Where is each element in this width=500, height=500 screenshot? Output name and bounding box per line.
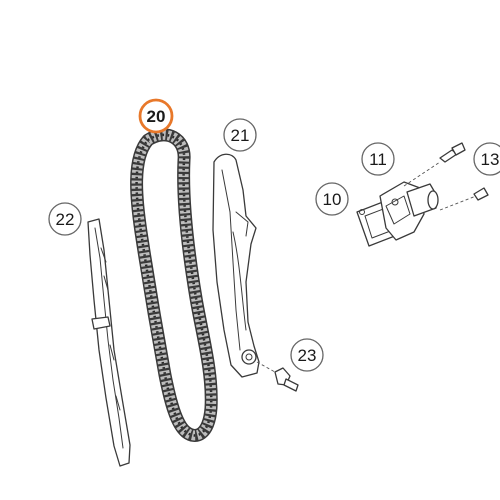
callout-23-label: 23 — [298, 346, 317, 365]
callout-22-label: 22 — [56, 210, 75, 229]
callout-13-label: 13 — [481, 150, 500, 169]
callout-11[interactable]: 11 — [361, 142, 395, 176]
callout-11-label: 11 — [369, 150, 387, 169]
callout-22[interactable]: 22 — [48, 202, 82, 236]
bolt-23[interactable] — [241, 349, 299, 392]
callout-10-circle — [315, 182, 349, 216]
callout-23-circle — [290, 338, 324, 372]
callout-13[interactable]: 13 — [473, 142, 500, 176]
tensioner-rail-22[interactable] — [87, 218, 131, 467]
callout-20[interactable]: 20 — [138, 98, 174, 134]
callout-11-circle — [361, 142, 395, 176]
callout-20-circle — [138, 98, 174, 134]
callout-10[interactable]: 10 — [315, 182, 349, 216]
chain-tensioner-11[interactable] — [379, 161, 441, 241]
callout-21[interactable]: 21 — [223, 118, 257, 152]
callout-20-label: 20 — [147, 107, 166, 126]
screws-13[interactable] — [439, 142, 489, 211]
guide-rail-21[interactable] — [212, 153, 260, 378]
callout-21-label: 21 — [231, 126, 250, 145]
callout-23[interactable]: 23 — [290, 338, 324, 372]
callout-10-label: 10 — [323, 190, 342, 209]
callout-22-circle — [48, 202, 82, 236]
callout-21-circle — [223, 118, 257, 152]
timing-chain-20[interactable] — [130, 128, 218, 442]
callout-13-circle — [473, 142, 500, 176]
